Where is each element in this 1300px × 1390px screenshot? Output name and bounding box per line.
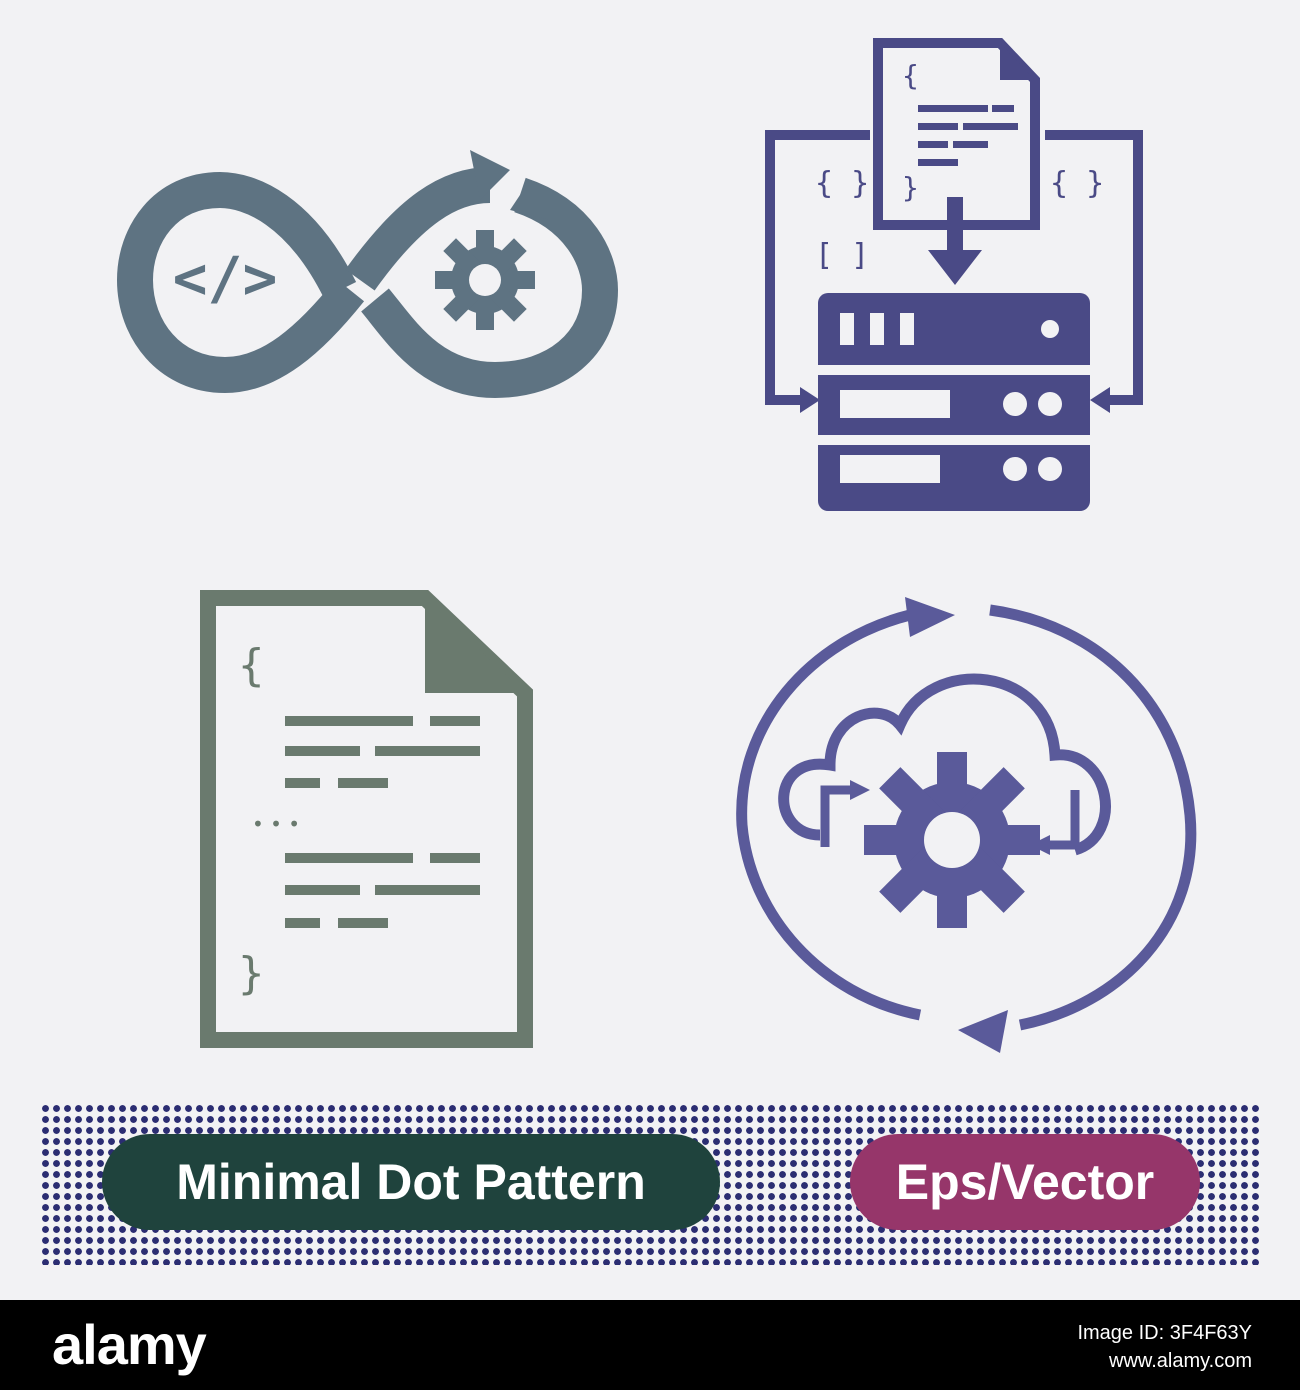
footer-bar: [0, 1300, 1300, 1390]
alamy-logo[interactable]: alamy: [52, 1313, 207, 1376]
right-brace-label: { }: [1050, 166, 1104, 201]
code-close-brace: }: [238, 948, 265, 999]
eps-vector-badge: Eps/Vector: [850, 1134, 1200, 1230]
minimal-dot-pattern-text: Minimal Dot Pattern: [176, 1154, 646, 1210]
left-bracket-label: [ ]: [815, 238, 869, 273]
minimal-dot-pattern-badge: Minimal Dot Pattern: [102, 1134, 720, 1230]
server-config-icon: { } { } [ ] { }: [765, 38, 1143, 511]
code-file-icon: { • • • }: [200, 590, 533, 1048]
code-open-brace: {: [238, 640, 265, 691]
cloud-sync-icon: [736, 597, 1197, 1053]
doc-open-brace: {: [902, 59, 919, 92]
code-symbol-text: </>: [173, 244, 278, 312]
image-id-text: Image ID: 3F4F63Y: [1077, 1322, 1252, 1344]
artwork-canvas: </> { } { } [ ]: [116, 38, 1197, 1053]
devops-infinity-icon: </>: [116, 150, 619, 399]
site-url-link[interactable]: www.alamy.com: [1109, 1350, 1252, 1372]
eps-vector-text: Eps/Vector: [895, 1154, 1155, 1210]
code-ellipsis: • • •: [252, 812, 300, 836]
doc-close-brace: }: [902, 171, 919, 204]
left-brace-label: { }: [815, 166, 869, 201]
